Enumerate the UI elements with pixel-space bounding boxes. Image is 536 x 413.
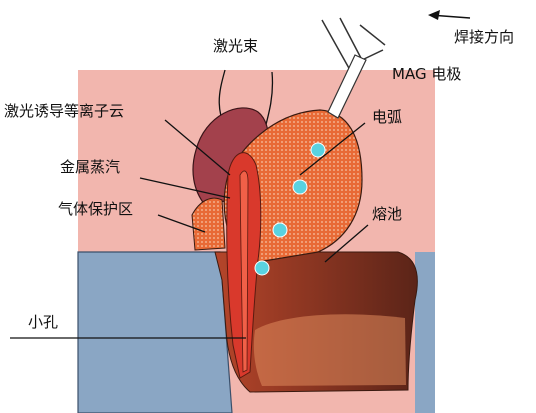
label-weld-pool: 熔池 [372, 205, 402, 223]
label-welding-direction: 焊接方向 [454, 28, 514, 46]
workpiece [78, 252, 232, 413]
label-mag-electrode: MAG 电极 [392, 65, 461, 83]
droplet [311, 143, 325, 157]
droplet [293, 180, 307, 194]
label-laser-beam: 激光束 [213, 37, 258, 55]
weld-pool-inner [254, 314, 406, 386]
label-shielding-gas: 气体保护区 [58, 200, 133, 218]
droplet [255, 261, 269, 275]
label-plasma-cloud: 激光诱导等离子云 [4, 102, 124, 120]
droplet [273, 223, 287, 237]
label-keyhole: 小孔 [28, 313, 58, 331]
label-arc: 电弧 [372, 108, 402, 126]
label-metal-vapor: 金属蒸汽 [60, 158, 120, 176]
workpiece-right [415, 252, 435, 413]
direction-arrow [428, 10, 470, 20]
